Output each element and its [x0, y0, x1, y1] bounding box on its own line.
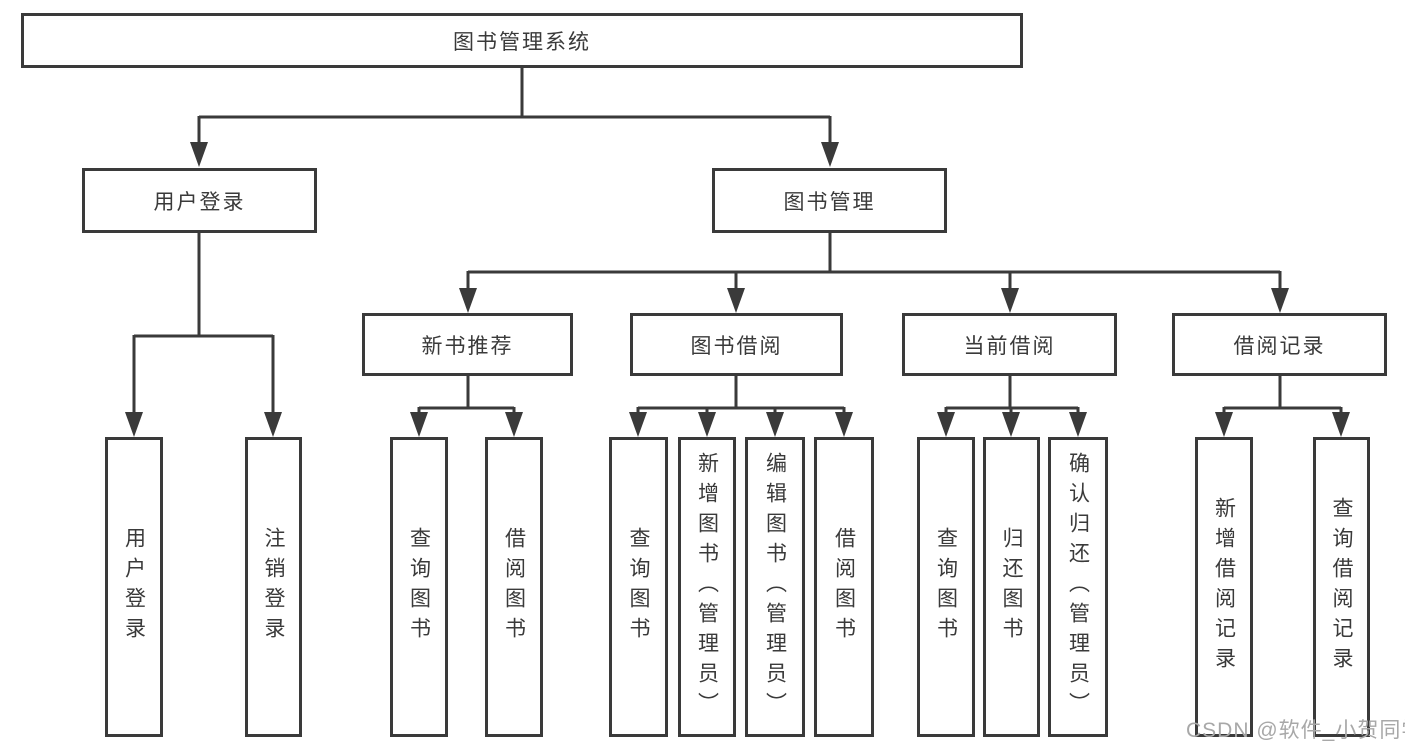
leaf-user-login: 用户登录 [105, 437, 163, 737]
leaf-borrow-books-recommend: 借阅图书 [485, 437, 543, 737]
csdn-watermark: CSDN @软件_小贺同学 [1186, 719, 1405, 742]
leaf-logout: 注销登录 [245, 437, 302, 737]
leaf-add-book-admin: 新增图书（管理员） [678, 437, 736, 737]
node-book-management: 图书管理 [712, 168, 947, 233]
leaf-query-books-recommend: 查询图书 [390, 437, 448, 737]
leaf-edit-book-admin: 编辑图书（管理员） [745, 437, 805, 737]
node-current-borrow: 当前借阅 [902, 313, 1117, 376]
leaf-add-borrow-record: 新增借阅记录 [1195, 437, 1253, 737]
leaf-borrow-books: 借阅图书 [814, 437, 874, 737]
leaf-query-books-current: 查询图书 [917, 437, 975, 737]
node-user-login: 用户登录 [82, 168, 317, 233]
node-root: 图书管理系统 [21, 13, 1023, 68]
node-book-borrow: 图书借阅 [630, 313, 843, 376]
leaf-query-borrow-record: 查询借阅记录 [1313, 437, 1370, 737]
leaf-return-books: 归还图书 [983, 437, 1040, 737]
leaf-query-books-borrow: 查询图书 [609, 437, 668, 737]
node-new-book-recommend: 新书推荐 [362, 313, 573, 376]
node-borrow-records: 借阅记录 [1172, 313, 1387, 376]
leaf-confirm-return-admin: 确认归还（管理员） [1048, 437, 1108, 737]
